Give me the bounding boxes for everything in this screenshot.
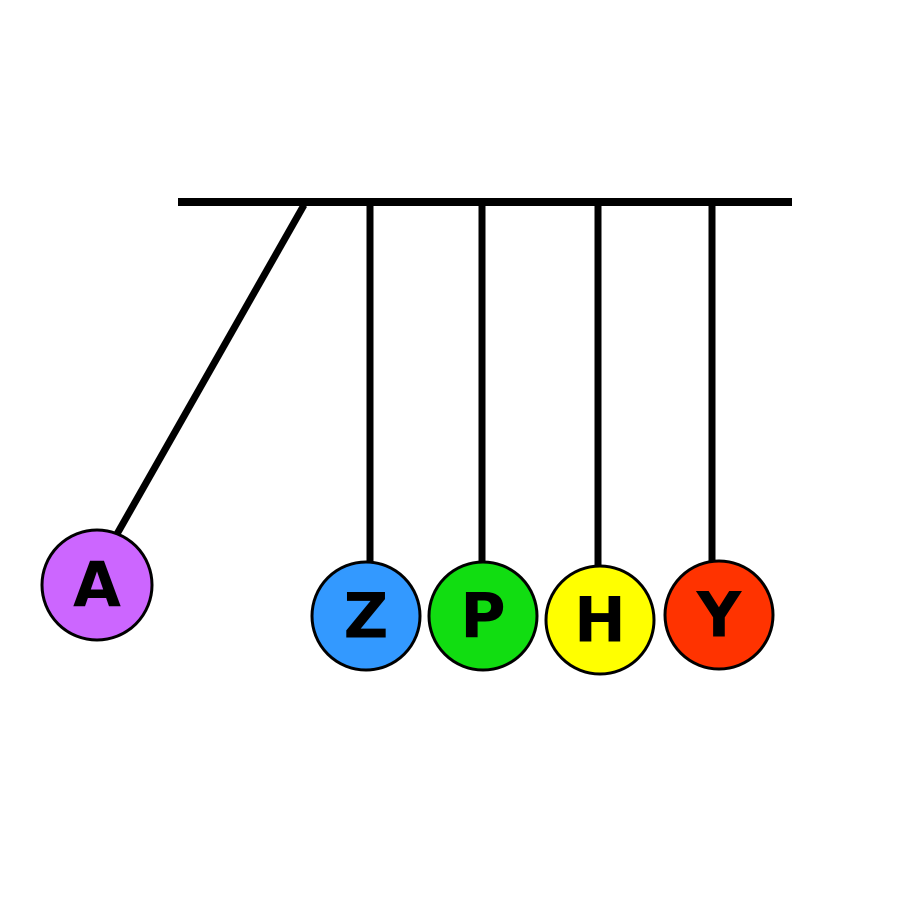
ball-p-circle bbox=[427, 560, 539, 672]
ball-y-circle bbox=[663, 559, 775, 671]
ball-a: A bbox=[40, 203, 308, 642]
ball-z-label: Z bbox=[344, 580, 389, 653]
ball-z: Z bbox=[310, 205, 422, 672]
ball-a-circle bbox=[40, 528, 154, 642]
ball-p: P bbox=[427, 205, 539, 672]
ball-h: H bbox=[544, 205, 656, 676]
ball-h-label: H bbox=[574, 584, 626, 657]
ball-p-label: P bbox=[460, 580, 505, 653]
ball-y-label: Y bbox=[696, 579, 743, 652]
ball-h-circle bbox=[544, 564, 656, 676]
string-a bbox=[113, 203, 308, 536]
ball-z-circle bbox=[310, 560, 422, 672]
ball-a-label: A bbox=[73, 549, 121, 622]
ball-y: Y bbox=[663, 205, 775, 671]
